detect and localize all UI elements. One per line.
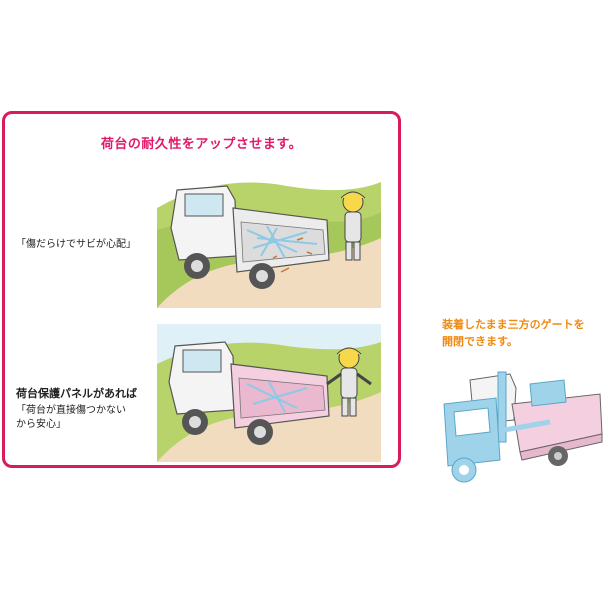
forklift-truck-illustration	[440, 360, 605, 495]
gate-note-line2: 開閉できます。	[442, 335, 518, 348]
scene2-caption-line1: 「荷台が直接傷つかない	[16, 405, 126, 416]
gate-note-line1: 装着したまま三方のゲートを	[442, 318, 585, 331]
panel-title: 荷台の耐久性をアップさせます。	[100, 137, 303, 152]
scene1-caption: 「傷だらけでサビが心配」	[16, 239, 136, 250]
scene2-caption-line2: から安心」	[16, 419, 66, 430]
gate-note: 装着したまま三方のゲートを 開閉できます。	[442, 316, 602, 350]
scene2-heading: 荷台保護パネルがあれば	[16, 387, 137, 400]
scratched-truck-illustration	[157, 168, 381, 308]
protected-truck-illustration	[157, 324, 381, 462]
